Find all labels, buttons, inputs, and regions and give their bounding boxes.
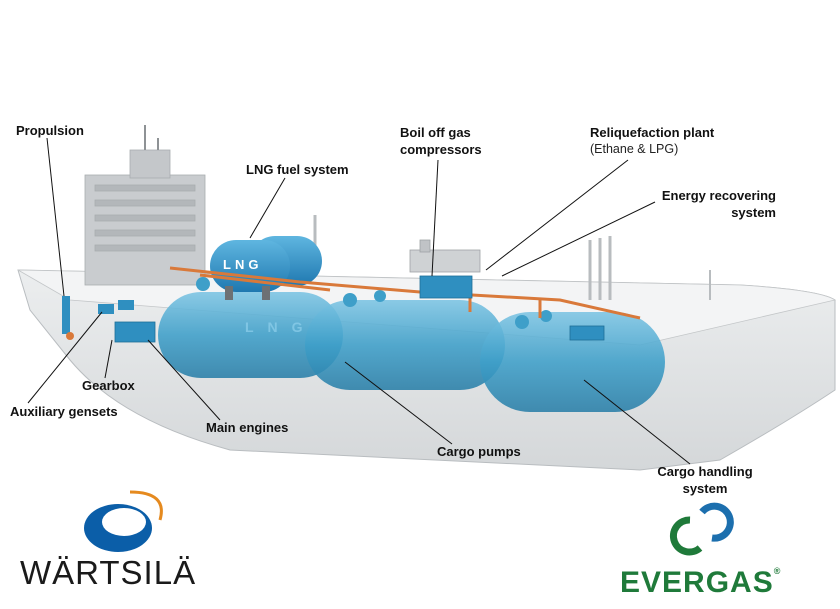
- leader-cargo-pumps: [344, 361, 453, 445]
- label-propulsion: Propulsion: [16, 123, 84, 138]
- evergas-registered-mark: ®: [773, 566, 782, 576]
- label-energy-line2: system: [731, 205, 776, 220]
- evergas-logo-icon: [669, 502, 734, 556]
- leader-reliquefaction: [485, 159, 629, 271]
- cargo-tank-1: [158, 292, 343, 378]
- label-reliquefaction-line1: Reliquefaction plant: [590, 125, 715, 140]
- cargo-tank-2: [305, 300, 505, 390]
- leader-cargo-handling: [583, 379, 691, 465]
- label-energy-line1: Energy recovering: [661, 188, 776, 203]
- cargo-tanks: [158, 277, 665, 412]
- propeller-shaft: [62, 296, 70, 334]
- label-reliquefaction-line2: (Ethane & LPG): [590, 142, 679, 156]
- label-gearbox: Gearbox: [82, 378, 135, 393]
- label-boil-off-line1: Boil off gas: [400, 125, 471, 140]
- leader-lines: [27, 137, 691, 465]
- label-cargo-handling-line2: system: [682, 481, 728, 496]
- wartsila-wordmark: WÄRTSILÄ: [20, 554, 197, 591]
- leader-energy: [501, 201, 656, 277]
- cargo-handling-unit: [569, 325, 605, 341]
- label-cargo-handling: Cargo handling system: [644, 463, 766, 497]
- equipment: [62, 275, 605, 343]
- superstructure: [84, 125, 206, 286]
- label-energy-recovering: Energy recovering system: [640, 187, 776, 221]
- leader-lng-fuel: [249, 177, 286, 239]
- label-cargo-handling-line1: Cargo handling: [657, 464, 753, 479]
- main-engine-unit: [114, 321, 156, 343]
- evergas-wordmark: EVERGAS®: [620, 566, 781, 600]
- label-cargo-pumps: Cargo pumps: [437, 444, 521, 459]
- leader-auxiliary: [27, 311, 103, 404]
- label-auxiliary-gensets: Auxiliary gensets: [10, 404, 118, 419]
- label-boil-off-line2: compressors: [400, 142, 482, 157]
- label-boil-off-gas: Boil off gas compressors: [400, 124, 482, 158]
- cargo-tank-3: [480, 312, 665, 412]
- label-main-engines: Main engines: [206, 420, 289, 435]
- leader-propulsion: [46, 137, 65, 297]
- cargo-tank-marking: LNG: [245, 319, 317, 335]
- leader-main-engines: [147, 339, 221, 421]
- label-reliquefaction-plant: Reliquefaction plant (Ethane & LPG): [590, 124, 714, 158]
- leader-gearbox: [104, 339, 113, 379]
- deck-structures: [313, 215, 711, 300]
- label-lng-fuel-system: LNG fuel system: [246, 162, 349, 177]
- leader-boil-off: [431, 159, 439, 277]
- reliquefaction-plant: [419, 275, 473, 299]
- wartsila-logo-icon: [84, 490, 163, 552]
- evergas-name: EVERGAS: [620, 566, 774, 599]
- fuel-tank-marking: LNG: [223, 257, 262, 272]
